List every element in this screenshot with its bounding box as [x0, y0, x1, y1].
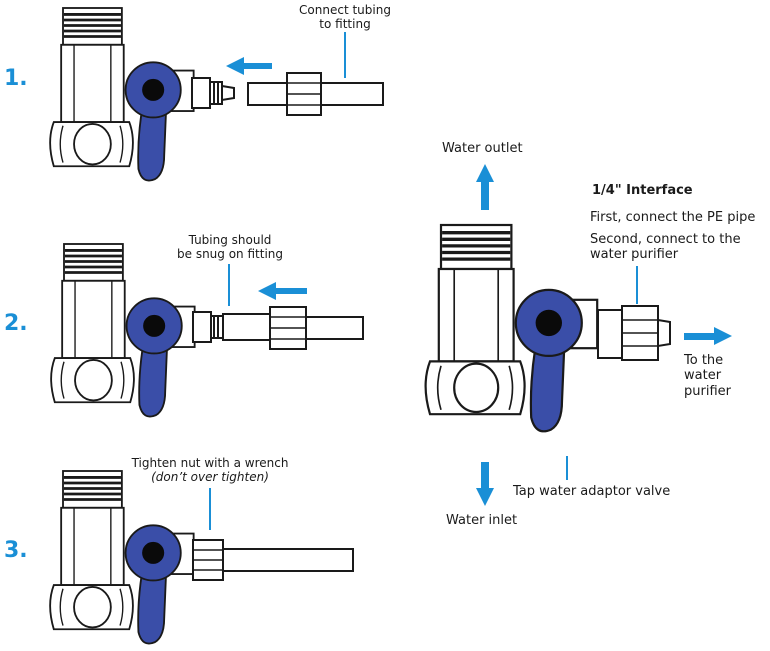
- tubing-step-1: [247, 72, 384, 116]
- valve-step-1: [48, 6, 196, 182]
- first-step-text: First, connect the PE pipe: [590, 210, 756, 225]
- water-inlet-label: Water inlet: [446, 513, 518, 528]
- interface-title: 1/4" Interface: [592, 183, 693, 198]
- arrow-to-purifier: [684, 327, 732, 345]
- step-3-caption: Tighten nut with a wrench (don’t over ti…: [131, 456, 289, 484]
- arrow-water-inlet: [476, 462, 494, 506]
- main-fitting: [597, 305, 671, 361]
- step-number-2: 2.: [4, 311, 28, 336]
- second-step-text-2: water purifier: [590, 247, 679, 262]
- tubing-step-2: [269, 306, 364, 350]
- second-step-text-1: Second, connect to the: [590, 232, 741, 247]
- to-purifier-line-1: To the: [684, 353, 724, 368]
- fitting-step-3: [192, 539, 354, 581]
- to-purifier-line-2: water: [684, 368, 722, 383]
- valve-step-3: [48, 469, 196, 645]
- step-2-caption: Tubing should be snug on fitting: [177, 233, 283, 261]
- fitting-step-2: [192, 311, 274, 343]
- arrow-step-1: [226, 57, 272, 75]
- arrow-step-2: [258, 282, 307, 300]
- fitting-step-1: [191, 77, 235, 109]
- water-outlet-label: Water outlet: [442, 141, 523, 156]
- step-number-3: 3.: [4, 538, 28, 563]
- tap-valve-label: Tap water adaptor valve: [513, 484, 671, 499]
- valve-step-2: [49, 242, 197, 418]
- valve-main: [423, 223, 599, 433]
- to-purifier-line-3: purifier: [684, 384, 731, 399]
- step-number-1: 1.: [4, 66, 28, 91]
- arrow-water-outlet: [476, 164, 494, 210]
- step-1-caption: Connect tubing to fitting: [299, 3, 391, 31]
